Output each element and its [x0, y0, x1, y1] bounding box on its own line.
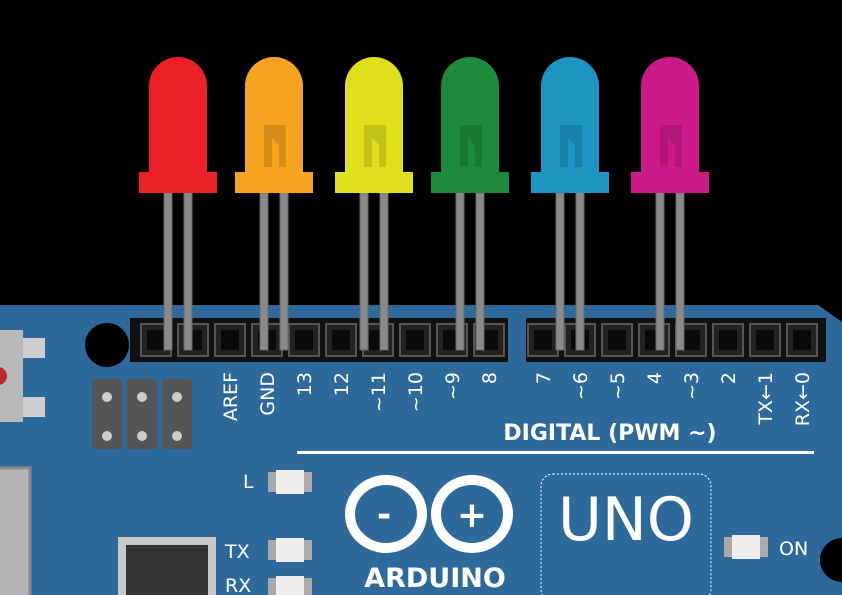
- led-orange: [235, 57, 313, 351]
- tx-label: TX: [224, 541, 250, 563]
- uno-box: [540, 473, 712, 595]
- led-blue: [531, 57, 609, 351]
- led-red: [139, 57, 217, 351]
- usb-connector: [0, 466, 32, 595]
- l-label: L: [243, 471, 254, 493]
- arduino-wordmark: ARDUINO: [364, 563, 506, 594]
- pin-label: AREF: [220, 372, 242, 421]
- pin-label: GND: [257, 372, 279, 416]
- pin-label: ~6: [570, 372, 592, 400]
- uno-label: UNO: [558, 485, 694, 555]
- status-led-on: ON: [724, 535, 808, 560]
- divider-line: [297, 451, 814, 454]
- pin-label: 7: [533, 372, 555, 384]
- pin-label: ~10: [405, 372, 427, 412]
- reset-button: [0, 330, 45, 422]
- pin-label: 12: [331, 372, 353, 396]
- on-label: ON: [779, 538, 808, 560]
- arduino-logo: - + ARDUINO: [345, 475, 513, 594]
- pin-label: ~5: [607, 372, 629, 400]
- pin-label: ~11: [368, 372, 390, 412]
- logo-plus: +: [457, 495, 487, 536]
- led-yellow: [335, 57, 413, 351]
- pin-label: 4: [644, 372, 666, 384]
- pin-label: RX←0: [792, 372, 814, 426]
- led-magenta: [631, 57, 709, 351]
- mounting-hole: [85, 323, 129, 367]
- pin-label: ~3: [681, 372, 703, 400]
- status-led-l: L: [243, 470, 312, 494]
- rx-label: RX: [225, 575, 251, 595]
- arduino-board: [0, 305, 842, 595]
- status-led-tx: TX: [224, 538, 312, 563]
- pin-label: TX←1: [755, 372, 777, 426]
- pin-label: 2: [718, 372, 740, 384]
- header-pin: [527, 323, 559, 357]
- logo-minus: -: [377, 495, 391, 535]
- status-led-rx: RX: [225, 575, 312, 595]
- pin-label: 8: [479, 372, 501, 384]
- pin-label: ~9: [442, 372, 464, 400]
- microcontroller-chip: [118, 537, 216, 595]
- icsp-header: [92, 379, 192, 449]
- led-green: [431, 57, 509, 351]
- pin-label: 13: [294, 372, 316, 396]
- mounting-hole-right: [820, 538, 842, 582]
- digital-pwm-label: DIGITAL (PWM ~): [503, 421, 716, 446]
